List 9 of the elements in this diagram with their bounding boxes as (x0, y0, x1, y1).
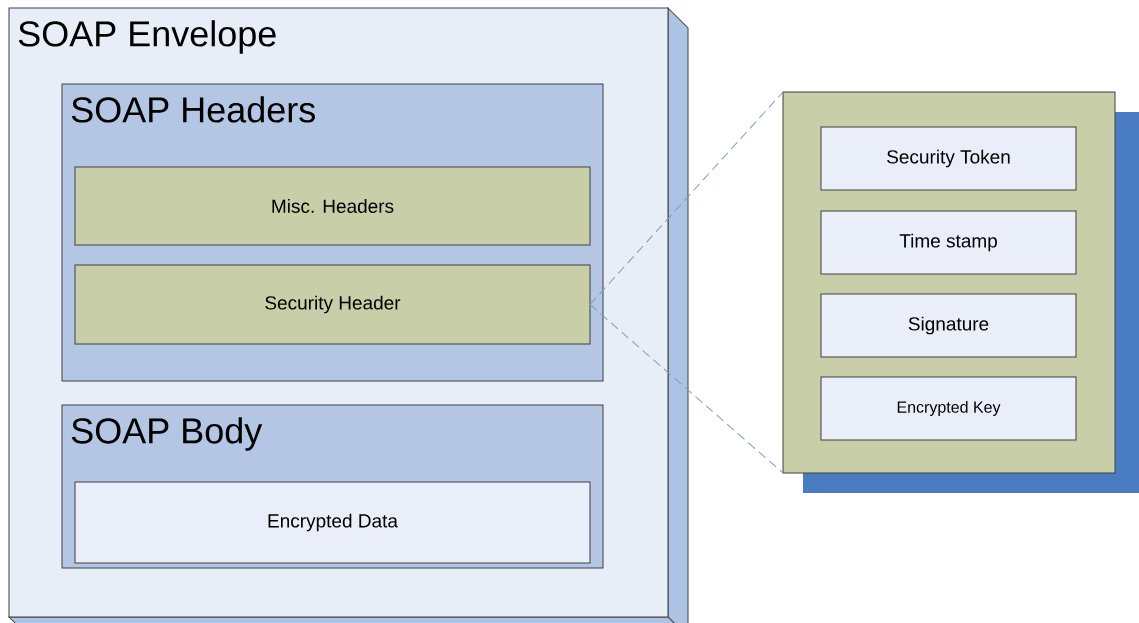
item-box: Security Token (820, 126, 1077, 191)
data-box: Encrypted Data (74, 481, 591, 564)
dashed-line (589, 304, 784, 474)
header-box: Misc. Headers (74, 166, 591, 246)
item-box: Encrypted Key (820, 376, 1077, 441)
item-box: Signature (820, 293, 1077, 358)
dashed-line (589, 91, 784, 305)
header-box: Security Header (74, 264, 591, 345)
item-box: Time stamp (820, 210, 1077, 275)
